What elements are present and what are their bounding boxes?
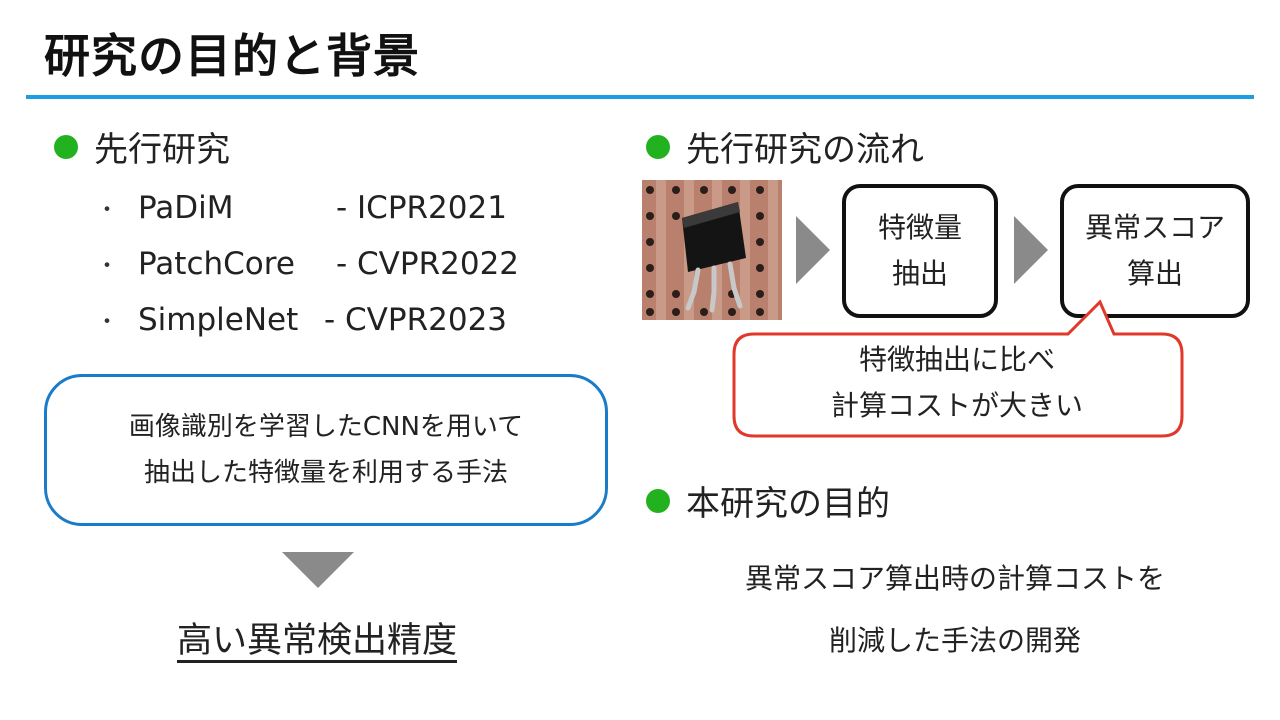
bullet-dot-icon [646, 134, 670, 159]
sample-component-image [642, 180, 782, 320]
flow-arrow-icon [1014, 216, 1048, 284]
flow-heading: 先行研究の流れ [646, 122, 924, 171]
callout-line: 計算コストが大きい [830, 389, 1083, 422]
slide-title: 研究の目的と背景 [44, 29, 420, 83]
feature-extraction-box: 特徴量 抽出 [842, 184, 998, 318]
step-line: 算出 [1126, 257, 1183, 290]
method-venue: - CVPR2022 [336, 246, 520, 282]
flow-heading-text: 先行研究の流れ [686, 130, 924, 170]
bullet-dot-icon [54, 134, 78, 159]
step-line: 特徴量 [877, 211, 962, 244]
purpose-heading: 本研究の目的 [646, 476, 890, 525]
callout-line: 特徴抽出に比べ [858, 343, 1055, 376]
purpose-text: 異常スコア算出時の計算コストを 削減した手法の開発 [650, 548, 1260, 672]
callout-bubble [732, 299, 1184, 438]
bullet-dot-icon [646, 488, 670, 513]
step-line: 抽出 [891, 257, 948, 290]
list-item: ・ PaDiM - ICPR2021 [96, 180, 519, 236]
callout-text: 特徴抽出に比べ 計算コストが大きい [734, 332, 1180, 434]
method-name: PaDiM [138, 190, 234, 226]
method-list: ・ PaDiM - ICPR2021 ・ PatchCore - CVPR202… [96, 180, 519, 348]
description-line: 画像識別を学習したCNNを用いて [128, 412, 524, 442]
list-bullet: ・ [96, 310, 119, 335]
purpose-line: 削減した手法の開発 [828, 624, 1081, 657]
method-name: PatchCore [138, 246, 295, 282]
method-venue: - CVPR2023 [324, 302, 508, 338]
title-underline [26, 95, 1254, 99]
method-description-box: 画像識別を学習したCNNを用いて 抽出した特徴量を利用する手法 [44, 374, 608, 526]
step-line: 異常スコア [1084, 211, 1225, 244]
description-line: 抽出した特徴量を利用する手法 [143, 458, 508, 488]
list-bullet: ・ [96, 198, 119, 223]
method-venue: - ICPR2021 [336, 190, 507, 226]
purpose-line: 異常スコア算出時の計算コストを [744, 562, 1165, 595]
purpose-heading-text: 本研究の目的 [686, 484, 890, 524]
prior-work-heading: 先行研究 [54, 122, 230, 171]
circuit-board-icon [642, 180, 782, 320]
method-name: SimpleNet [138, 302, 299, 338]
flow-arrow-icon [796, 216, 830, 284]
list-item: ・ PatchCore - CVPR2022 [96, 236, 519, 292]
prior-work-heading-text: 先行研究 [94, 130, 230, 170]
down-arrow-icon [282, 552, 354, 588]
result-text: 高い異常検出精度 [176, 621, 457, 661]
anomaly-score-box: 異常スコア 算出 [1060, 184, 1250, 318]
list-item: ・ SimpleNet - CVPR2023 [96, 292, 519, 348]
list-bullet: ・ [96, 254, 119, 279]
